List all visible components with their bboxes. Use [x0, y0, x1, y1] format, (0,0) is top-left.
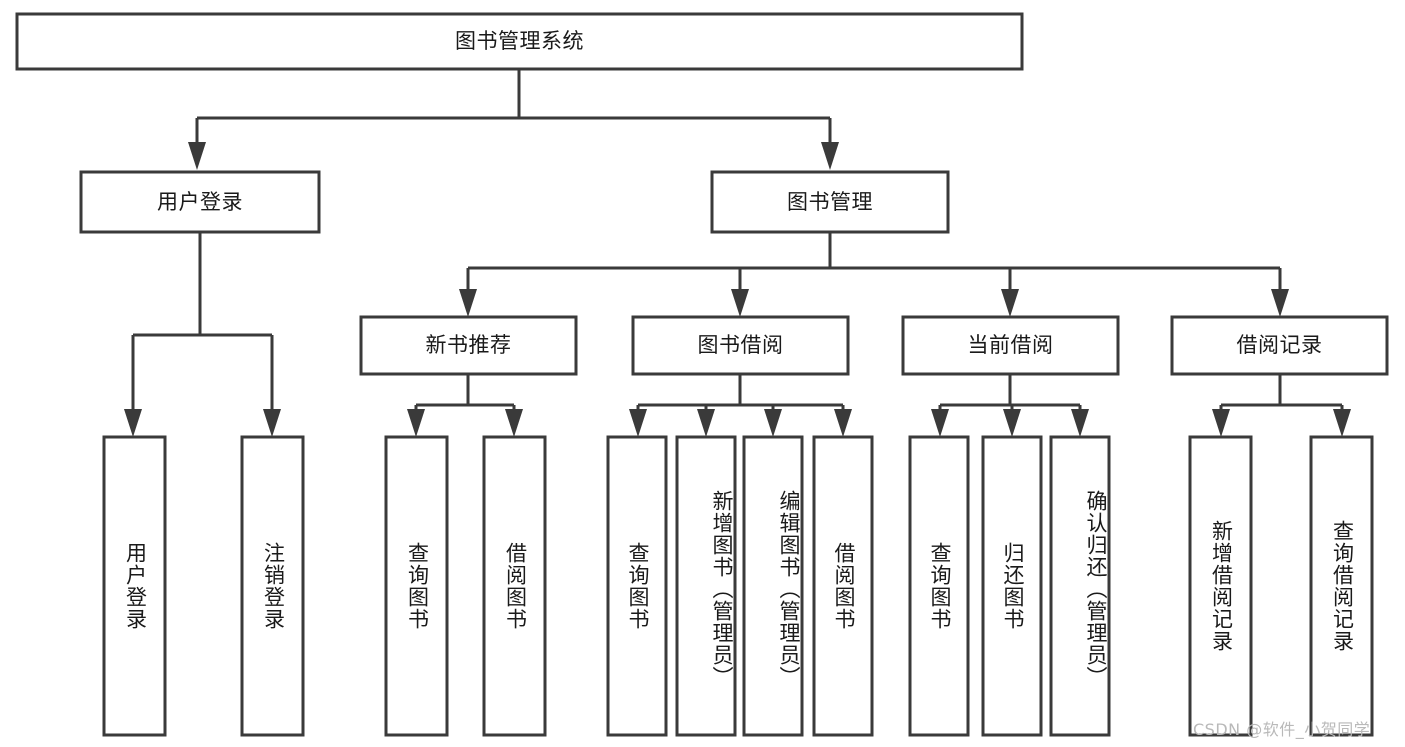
leaf-box-borrow-edit-book[interactable]: [742, 435, 804, 737]
leaf-box-borrow-lend-book[interactable]: [812, 435, 874, 737]
connector-group-current-borrow: [931, 374, 1089, 437]
arrow-borrow-edit: [764, 409, 782, 437]
arrow-current-query: [931, 409, 949, 437]
arrow-record-query: [1333, 409, 1351, 437]
arrow-newbook-query: [407, 409, 425, 437]
leaf-box-current-query-book[interactable]: [908, 435, 970, 737]
arrow-current-confirm: [1071, 409, 1089, 437]
arrow-record-add: [1212, 409, 1230, 437]
connector-group-borrow-record: [1212, 374, 1351, 437]
arrow-book-to-borrow: [731, 289, 749, 317]
leaf-box-user-logout[interactable]: [240, 435, 305, 737]
connector-group-root: [188, 69, 839, 170]
arrow-user-login-leaf: [124, 409, 142, 437]
leaf-box-user-login[interactable]: [102, 435, 167, 737]
leaf-box-rec-borrow-book[interactable]: [482, 435, 547, 737]
node-box-root[interactable]: [15, 12, 1024, 71]
leaf-box-record-add[interactable]: [1188, 435, 1253, 737]
arrow-book-to-record: [1271, 289, 1289, 317]
leaf-box-record-query[interactable]: [1309, 435, 1374, 737]
leaf-box-borrow-add-book[interactable]: [675, 435, 737, 737]
leaf-box-current-return-book[interactable]: [981, 435, 1043, 737]
node-box-new-book-rec[interactable]: [359, 315, 578, 376]
arrow-borrow-query: [629, 409, 647, 437]
arrow-borrow-add: [697, 409, 715, 437]
connector-group-new-book-rec: [407, 374, 523, 437]
arrow-newbook-borrow: [505, 409, 523, 437]
connector-group-book-borrow: [629, 374, 852, 437]
connector-group-user-login: [124, 232, 281, 437]
arrow-borrow-lend: [834, 409, 852, 437]
node-box-book-borrow[interactable]: [631, 315, 850, 376]
arrow-book-to-newbook: [459, 289, 477, 317]
arrow-root-to-book: [821, 142, 839, 170]
node-box-book-manage[interactable]: [710, 170, 950, 234]
leaf-box-borrow-query-book[interactable]: [606, 435, 668, 737]
arrow-current-return: [1003, 409, 1021, 437]
arrow-book-to-current: [1001, 289, 1019, 317]
arrow-user-logout-leaf: [263, 409, 281, 437]
arrow-root-to-user: [188, 142, 206, 170]
connector-group-book-manage: [459, 232, 1289, 317]
leaf-box-current-confirm-return[interactable]: [1049, 435, 1111, 737]
node-box-current-borrow[interactable]: [901, 315, 1120, 376]
node-box-user-login[interactable]: [79, 170, 321, 234]
node-box-borrow-record[interactable]: [1170, 315, 1389, 376]
leaf-box-rec-query-book[interactable]: [384, 435, 449, 737]
